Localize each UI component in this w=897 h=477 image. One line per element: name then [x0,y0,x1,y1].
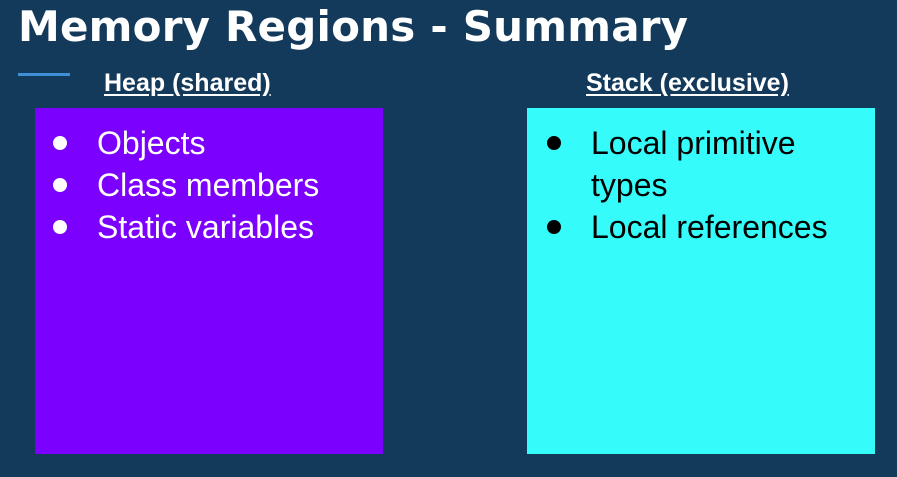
stack-heading: Stack (exclusive) [586,69,789,97]
heap-list-item: Objects [35,122,383,164]
stack-list-item: Local primitive types [527,122,875,206]
stack-box: Local primitive types Local references [527,108,875,454]
stack-item-label: Local primitive types [591,125,796,203]
heap-heading: Heap (shared) [104,69,271,97]
heap-list: Objects Class members Static variables [35,122,383,248]
stack-list-item: Local references [527,206,875,248]
heap-item-label: Static variables [97,209,314,245]
heap-item-label: Objects [97,125,206,161]
heap-item-label: Class members [97,167,320,203]
heap-list-item: Class members [35,164,383,206]
stack-item-label: Local references [591,209,828,245]
bullet-icon [547,220,561,234]
bullet-icon [53,178,67,192]
slide-title: Memory Regions - Summary [18,2,689,51]
title-accent-line [18,73,70,76]
bullet-icon [53,136,67,150]
bullet-icon [53,220,67,234]
bullet-icon [547,136,561,150]
stack-list: Local primitive types Local references [527,122,875,248]
heap-list-item: Static variables [35,206,383,248]
heap-box: Objects Class members Static variables [35,108,383,454]
